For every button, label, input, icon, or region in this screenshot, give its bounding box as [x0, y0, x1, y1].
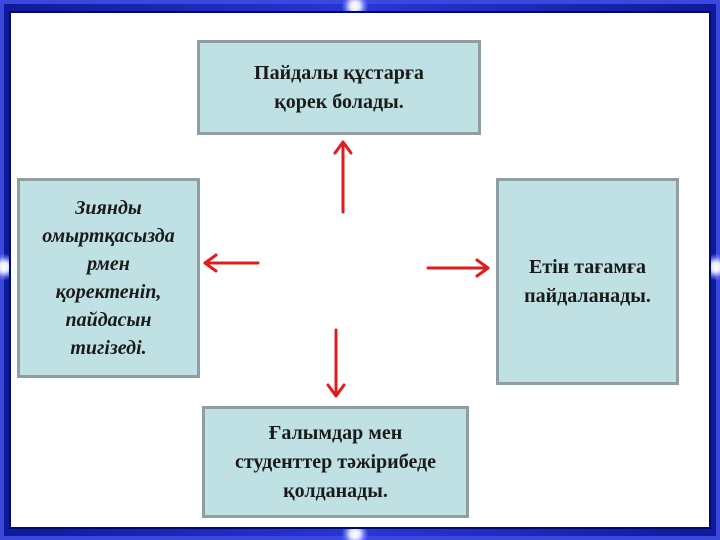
arrow-down [326, 328, 346, 398]
box-top-line-2: қорек болады. [274, 90, 404, 113]
box-left-line-1: Зиянды [75, 197, 142, 219]
box-top-line-1: Пайдалы құстарға [254, 61, 424, 84]
box-right-line-1: Етін тағамға [528, 255, 647, 278]
arrow-up [333, 140, 353, 214]
box-right-line-2: пайдаланады. [524, 284, 651, 307]
arrow-right [426, 258, 490, 278]
box-useful-birds-food: Пайдалы құстарға қорек болады. [197, 40, 481, 135]
box-pest-control: Зиянды омыртқасызда рмен қоректеніп, пай… [17, 178, 200, 378]
box-left-line-5: пайдасын [65, 309, 152, 331]
box-left-line-2: омыртқасызда [42, 225, 175, 247]
box-meat-used-as-food: Етін тағамға пайдаланады. [496, 178, 679, 385]
box-left-line-3: рмен [87, 253, 130, 275]
arrow-left [203, 253, 260, 273]
box-left-line-4: қоректеніп, [55, 281, 162, 303]
box-bottom-line-3: қолданады. [283, 479, 388, 502]
box-left-line-6: тигізеді. [70, 337, 147, 359]
box-bottom-line-2: студенттер тәжірибеде [234, 450, 437, 473]
box-bottom-line-1: Ғалымдар мен [268, 421, 403, 444]
box-scientific-use: Ғалымдар мен студенттер тәжірибеде қолда… [202, 406, 469, 518]
